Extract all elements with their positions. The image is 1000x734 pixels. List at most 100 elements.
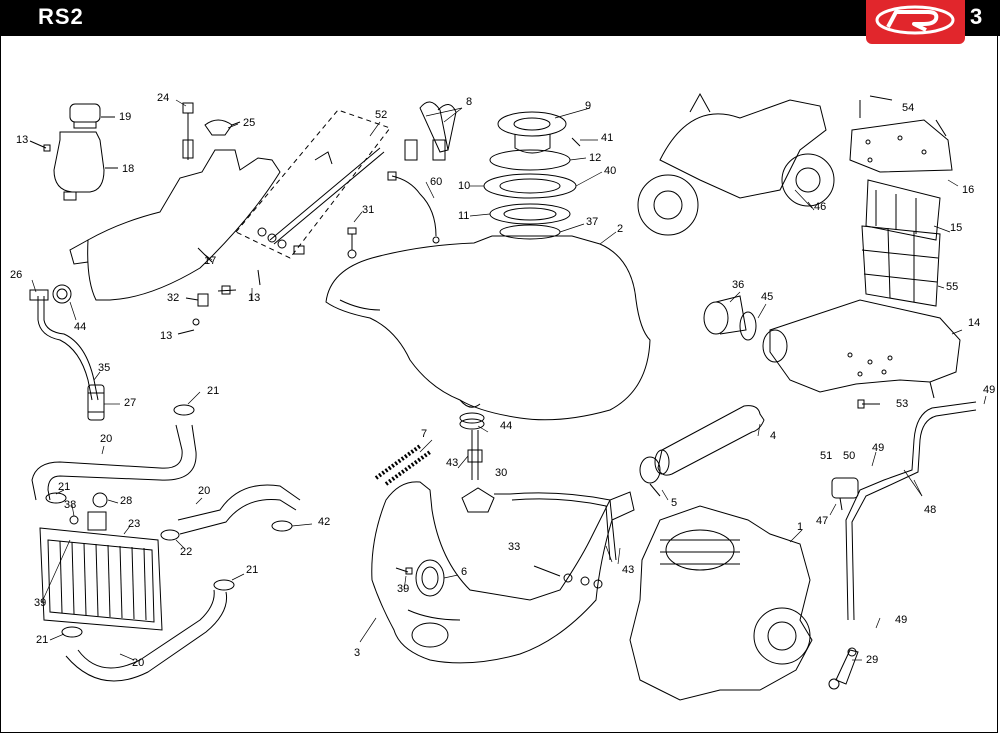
callout-24: 24 <box>157 92 170 104</box>
part-46-motorcycle-illustration <box>637 92 835 236</box>
part-36-sleeve <box>703 295 747 335</box>
part-22-clamp <box>160 529 180 541</box>
callout-37: 37 <box>586 216 599 228</box>
callout-46: 46 <box>814 201 827 213</box>
callout-49-low: 49 <box>895 614 908 626</box>
callout-18: 18 <box>122 163 135 175</box>
callout-39-left: 39 <box>34 597 47 609</box>
callout-41: 41 <box>601 132 614 144</box>
part-55-filter-cage <box>861 225 941 307</box>
callout-23: 23 <box>128 518 141 530</box>
part-5-clamp <box>639 456 661 497</box>
callout-25: 25 <box>243 117 256 129</box>
callout-50: 50 <box>843 450 856 462</box>
page-number: 3 <box>970 4 983 29</box>
part-24-sensor <box>182 102 194 160</box>
part-2-fuel-tank <box>325 235 651 421</box>
part-13-bolt-c <box>177 318 200 335</box>
callout-51: 51 <box>820 450 833 462</box>
part-47-carb-fitting <box>831 477 859 511</box>
callout-29: 29 <box>866 654 879 666</box>
part-30-fuel-valve <box>461 487 510 513</box>
leader-lines <box>31 99 987 661</box>
callout-27: 27 <box>124 397 137 409</box>
callout-60: 60 <box>430 176 443 188</box>
callout-39-center: 39 <box>397 583 410 595</box>
callout-44-center: 44 <box>500 420 513 432</box>
callout-9: 9 <box>585 100 592 112</box>
brand-logo-icon <box>875 5 955 35</box>
part-45-clamp <box>739 311 757 341</box>
part-52-kit-box <box>235 109 391 259</box>
part-11-flange <box>489 203 571 225</box>
part-35-fuel-hose <box>37 296 99 401</box>
callout-16: 16 <box>962 184 975 196</box>
part-60-cable <box>387 171 440 244</box>
callout-42: 42 <box>318 516 331 528</box>
callout-43-right: 43 <box>622 564 635 576</box>
part-32-bracket <box>185 293 209 307</box>
header-bar: RS2 3 <box>0 0 1000 36</box>
callout-14: 14 <box>968 317 981 329</box>
callout-26: 26 <box>10 269 23 281</box>
part-15-air-filter <box>865 179 941 241</box>
callout-35: 35 <box>98 362 111 374</box>
callout-47: 47 <box>816 515 829 527</box>
part-33-stud <box>533 565 603 589</box>
part-29-lever <box>828 647 859 690</box>
part-38-plug <box>69 515 79 525</box>
part-53-bolt <box>857 381 935 409</box>
callout-44-left: 44 <box>74 321 87 333</box>
callout-55: 55 <box>946 281 959 293</box>
part-54-bolts <box>859 95 947 137</box>
callout-28: 28 <box>120 495 133 507</box>
part-17-tank <box>69 149 281 301</box>
callout-54: 54 <box>902 102 915 114</box>
part-37-seal <box>499 224 561 240</box>
callout-10: 10 <box>458 180 471 192</box>
callout-20-lower: 20 <box>132 657 145 669</box>
callout-32: 32 <box>167 292 180 304</box>
part-42-clamp <box>271 520 293 532</box>
part-21-clamps <box>45 404 235 638</box>
callout-21-b: 21 <box>58 481 71 493</box>
part-13-bolt-b <box>217 269 261 295</box>
model-title: RS2 <box>38 4 84 29</box>
callout-2: 2 <box>617 223 624 235</box>
callout-13-top: 13 <box>16 134 29 146</box>
callout-31: 31 <box>362 204 375 216</box>
callout-36: 36 <box>732 279 745 291</box>
part-20-hose-upper <box>31 424 197 501</box>
part-27-fuel-filter <box>87 384 105 421</box>
part-44-clamp <box>52 284 72 304</box>
callout-17: 17 <box>204 255 217 267</box>
part-28-cap <box>92 492 108 508</box>
callout-43-top: 43 <box>446 457 459 469</box>
part-20-hose-mid <box>177 484 301 535</box>
callout-49-right: 49 <box>983 384 996 396</box>
callout-45: 45 <box>761 291 774 303</box>
part-43-hoses <box>509 492 617 561</box>
part-16-cover <box>849 119 953 173</box>
callout-30: 30 <box>495 467 508 479</box>
callout-49-mid: 49 <box>872 442 885 454</box>
callout-4: 4 <box>770 430 777 442</box>
part-48-hoses <box>845 401 977 621</box>
part-44-clamp-b <box>459 412 485 430</box>
part-6-gasket <box>415 559 445 597</box>
part-25-cap <box>204 119 241 136</box>
part-20-hose-lower <box>65 589 228 682</box>
part-18-oil-reservoir <box>53 131 118 201</box>
part-26-fitting <box>29 289 49 301</box>
part-13-bolt <box>29 140 51 152</box>
part-23-radiator <box>39 511 163 631</box>
callout-13-low: 13 <box>160 330 173 342</box>
part-8-keys <box>404 101 457 161</box>
part-19-reservoir-cap <box>69 103 115 129</box>
part-43-hose <box>467 430 483 480</box>
callout-21-a: 21 <box>207 385 220 397</box>
callout-20-mid: 20 <box>198 485 211 497</box>
callout-3: 3 <box>354 647 361 659</box>
part-41-screw <box>571 137 581 147</box>
